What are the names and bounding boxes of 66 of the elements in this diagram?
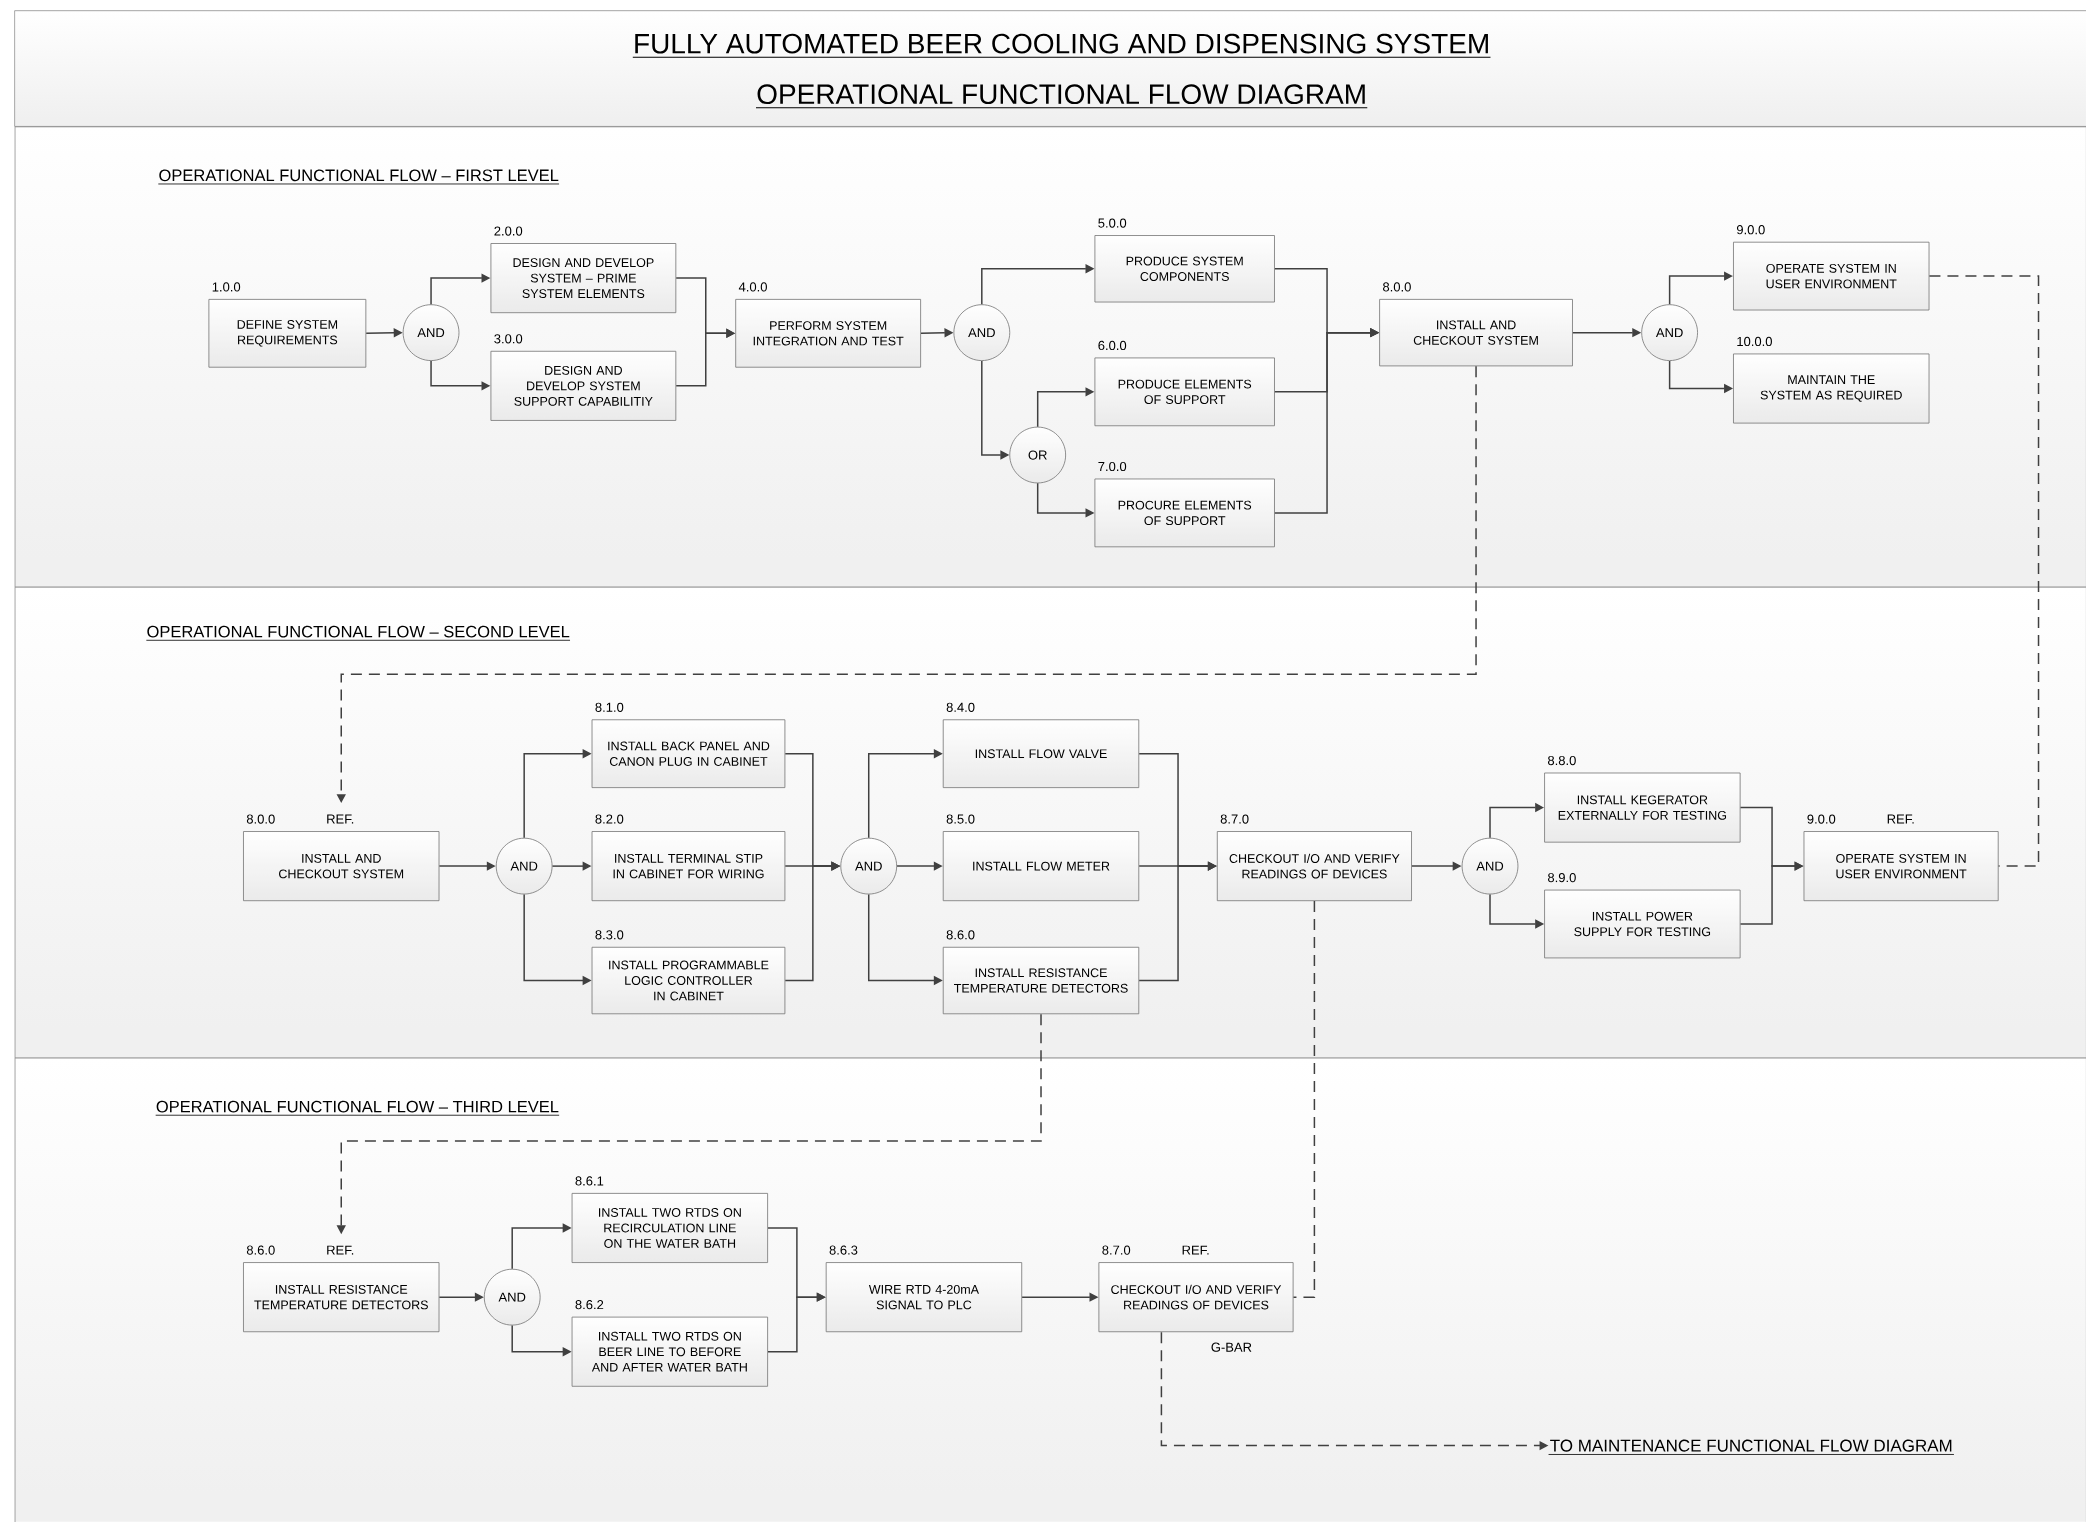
process-box: PERFORM SYSTEM INTEGRATION AND TEST (735, 299, 921, 368)
section-heading: OPERATIONAL FUNCTIONAL FLOW – FIRST LEVEL (157, 169, 560, 185)
reference-tag: REF. (1182, 1245, 1209, 1255)
step-number: 8.6.3 (829, 1245, 858, 1255)
process-box: DEFINE SYSTEM REQUIREMENTS (208, 299, 367, 368)
step-number: 8.7.0 (1102, 1245, 1131, 1255)
process-box: INSTALL TERMINAL STIP IN CABINET FOR WIRING (591, 831, 786, 902)
step-number: 3.0.0 (494, 334, 523, 344)
arrow (1668, 271, 1733, 306)
process-box: INSTALL AND CHECKOUT SYSTEM (1379, 299, 1573, 367)
step-number: 4.0.0 (738, 282, 767, 292)
diagram-subtitle: OPERATIONAL FUNCTIONAL FLOW DIAGRAM (755, 84, 1368, 109)
step-number: 8.9.0 (1548, 873, 1576, 883)
step-number: 8.6.0 (946, 930, 975, 940)
note-label: G-BAR (1211, 1342, 1252, 1352)
process-box: DESIGN AND DEVELOP SYSTEM SUPPORT CAPABILITIY (490, 350, 677, 421)
process-box: OPERATE SYSTEM IN USER ENVIRONMENT (1733, 241, 1930, 311)
process-box: INSTALL PROGRAMMABLE LOGIC CONTROLLER IN CABINET (591, 946, 786, 1015)
process-box: CHECKOUT I/O AND VERIFY READINGS OF DEVICES (1098, 1262, 1294, 1333)
reference-tag: REF. (327, 814, 354, 824)
process-box: PROCURE ELEMENTS OF SUPPORT (1094, 478, 1275, 548)
step-number: 8.0.0 (246, 814, 275, 824)
step-number: 8.6.2 (575, 1300, 604, 1310)
process-box: INSTALL POWER SUPPLY FOR TESTING (1544, 889, 1741, 959)
step-number: 8.7.0 (1220, 814, 1249, 824)
step-number: 6.0.0 (1098, 340, 1127, 351)
step-number: 5.0.0 (1098, 218, 1127, 228)
process-box: PRODUCE SYSTEM COMPONENTS (1094, 235, 1275, 303)
step-number: 1.0.0 (212, 282, 241, 292)
destination-text: TO MAINTENANCE FUNCTIONAL FLOW DIAGRAM (1548, 1439, 1955, 1455)
step-number: 8.6.0 (246, 1245, 275, 1255)
section-heading: OPERATIONAL FUNCTIONAL FLOW – SECOND LEVEL (145, 625, 571, 641)
process-box: OPERATE SYSTEM IN USER ENVIRONMENT (1803, 831, 1999, 902)
process-box: MAINTAIN THE SYSTEM AS REQUIRED (1733, 353, 1930, 424)
step-number: 10.0.0 (1737, 336, 1772, 347)
process-box: PRODUCE ELEMENTS OF SUPPORT (1094, 357, 1275, 427)
process-box: INSTALL FLOW VALVE (942, 719, 1140, 788)
step-number: 8.3.0 (595, 930, 624, 940)
process-box: INSTALL RESISTANCE TEMPERATURE DETECTORS (243, 1262, 440, 1333)
step-number: 8.1.0 (595, 702, 624, 712)
step-number: 8.2.0 (595, 814, 624, 824)
diagram-title: FULLY AUTOMATED BEER COOLING AND DISPENSING SYSTEM (632, 33, 1491, 58)
process-box: INSTALL TWO RTDS ON RECIRCULATION LINE ON THE WATER BATH (571, 1193, 768, 1263)
process-box: INSTALL FLOW METER (942, 831, 1140, 902)
step-number: 9.0.0 (1736, 225, 1765, 235)
connector-line (1928, 275, 2040, 867)
process-box: CHECKOUT I/O AND VERIFY READINGS OF DEVICES (1216, 831, 1412, 902)
step-number: 8.0.0 (1383, 282, 1411, 292)
process-box: INSTALL KEGERATOR EXTERNALLY FOR TESTING (1544, 772, 1741, 843)
process-box: INSTALL TWO RTDS ON BEER LINE TO BEFORE AND AFTER WATER BATH (571, 1316, 768, 1387)
process-box: INSTALL RESISTANCE TEMPERATURE DETECTORS (942, 946, 1140, 1015)
step-number: 7.0.0 (1098, 461, 1127, 472)
reference-tag: REF. (327, 1245, 354, 1255)
step-number: 8.6.1 (575, 1176, 604, 1186)
connector-line (1292, 900, 1316, 1298)
step-number: 9.0.0 (1807, 814, 1836, 824)
process-box: INSTALL BACK PANEL AND CANON PLUG IN CABINET (591, 719, 786, 788)
section-heading: OPERATIONAL FUNCTIONAL FLOW – THIRD LEVEL (155, 1100, 560, 1116)
process-box: WIRE RTD 4-20mA SIGNAL TO PLC (825, 1262, 1023, 1333)
reference-tag: REF. (1887, 814, 1914, 824)
step-number: 8.8.0 (1548, 755, 1576, 766)
step-number: 8.4.0 (946, 702, 975, 712)
step-number: 2.0.0 (494, 226, 523, 236)
process-box: DESIGN AND DEVELOP SYSTEM – PRIME SYSTEM ELEMENTS (490, 243, 677, 314)
step-number: 8.5.0 (946, 814, 975, 824)
process-box: INSTALL AND CHECKOUT SYSTEM (243, 831, 440, 902)
